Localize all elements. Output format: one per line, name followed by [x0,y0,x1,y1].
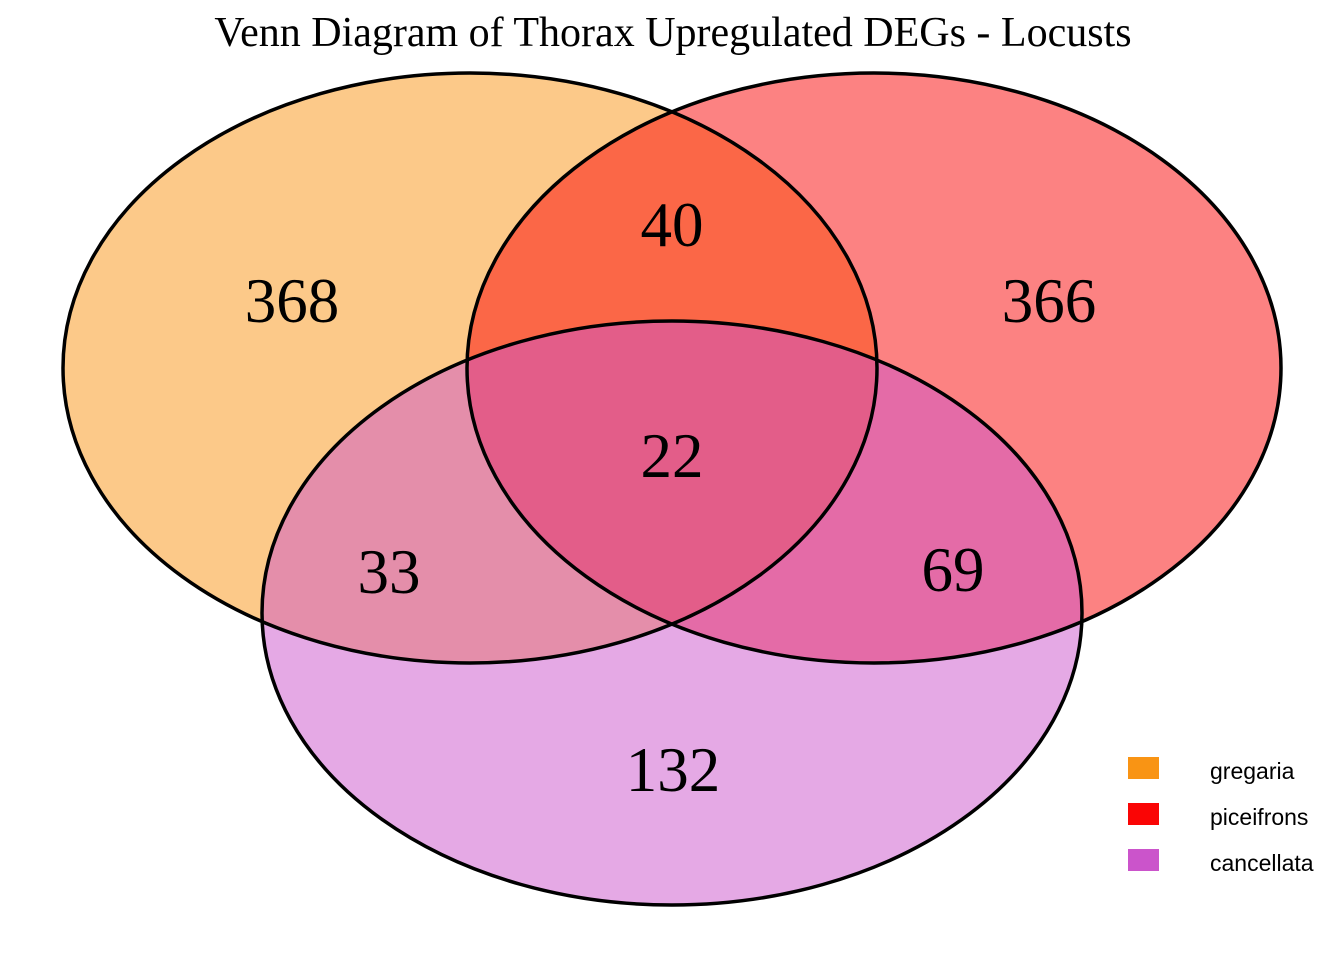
legend-swatch-gregaria [1128,757,1159,779]
count-gregaria-cancellata: 33 [358,537,421,607]
legend-label-gregaria: gregaria [1210,758,1295,784]
cancellata-ellipse-fill [262,321,1082,905]
count-gregaria-only: 368 [245,266,340,336]
piceifrons-ellipse-outline [465,71,1283,665]
chart-title: Venn Diagram of Thorax Upregulated DEGs … [214,10,1131,56]
legend-label-cancellata: cancellata [1210,850,1314,876]
legend-swatch-cancellata [1128,849,1159,871]
legend-swatch-piceifrons [1128,803,1159,825]
legend-label-piceifrons: piceifrons [1210,804,1308,830]
cancellata-ellipse-outline [260,319,1084,907]
count-piceifrons-cancellata: 69 [922,535,985,605]
count-cancellata-only: 132 [626,735,721,805]
count-piceifrons-only: 366 [1002,266,1097,336]
count-all-three: 22 [641,421,704,491]
gregaria-ellipse-outline [61,71,879,665]
count-gregaria-piceifrons: 40 [641,190,704,260]
legend: gregaria piceifrons cancellata [1128,757,1314,876]
